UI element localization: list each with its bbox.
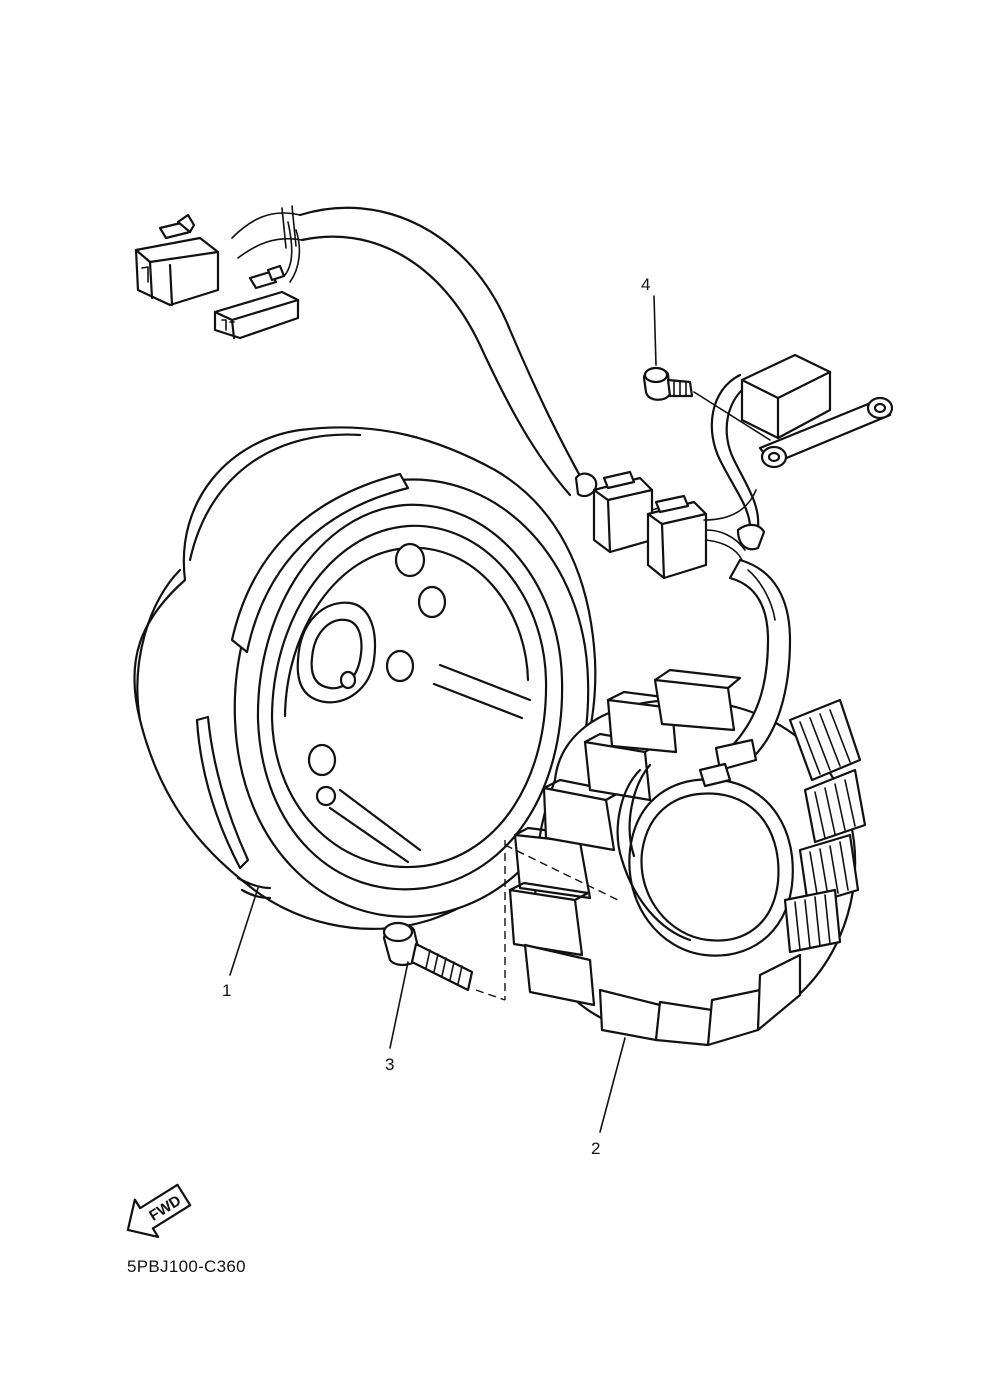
fwd-arrow-icon: FWD <box>126 1183 192 1239</box>
three-pin-connector <box>134 213 220 307</box>
wire-harness <box>231 205 587 497</box>
pickup-screw <box>642 366 771 441</box>
rotor <box>133 426 597 930</box>
callout-4: 4 <box>641 275 650 294</box>
pickup-coil <box>710 353 894 551</box>
harness-coupler <box>574 470 757 580</box>
stator <box>508 558 867 1047</box>
callout-2: 2 <box>591 1139 600 1158</box>
figure-code: 5PBJ100-C360 <box>127 1257 246 1276</box>
callout-3: 3 <box>385 1055 394 1074</box>
callout-1: 1 <box>222 981 231 1000</box>
callout-leaders <box>229 295 657 1133</box>
alignment-dashes <box>475 840 619 1001</box>
stator-bolt <box>382 921 474 992</box>
two-pin-connector <box>213 264 300 340</box>
